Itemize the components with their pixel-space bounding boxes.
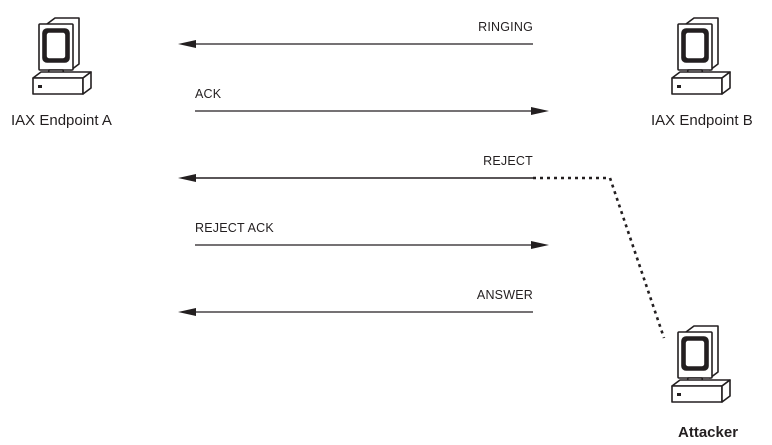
computer-icon-attacker	[671, 325, 731, 403]
message-label-reject: REJECT	[483, 154, 533, 168]
message-label-reject-ack: REJECT ACK	[195, 221, 274, 235]
endpoint-a-label: IAX Endpoint A	[11, 112, 112, 129]
attacker-spoof-path	[533, 176, 666, 339]
attacker-label: Attacker	[678, 424, 739, 441]
computer-icon-endpoint-a	[32, 17, 92, 95]
arrowhead-reject-ack	[531, 241, 549, 249]
message-label-ringing: RINGING	[478, 20, 533, 34]
arrowhead-answer	[178, 308, 196, 316]
arrowhead-ringing	[178, 40, 196, 48]
computer-icon-endpoint-b	[671, 17, 731, 95]
arrowhead-reject	[178, 174, 196, 182]
arrowhead-ack	[531, 107, 549, 115]
message-label-answer: ANSWER	[476, 288, 533, 302]
message-label-ack: ACK	[195, 87, 222, 101]
endpoint-b-label: IAX Endpoint B	[651, 112, 753, 129]
